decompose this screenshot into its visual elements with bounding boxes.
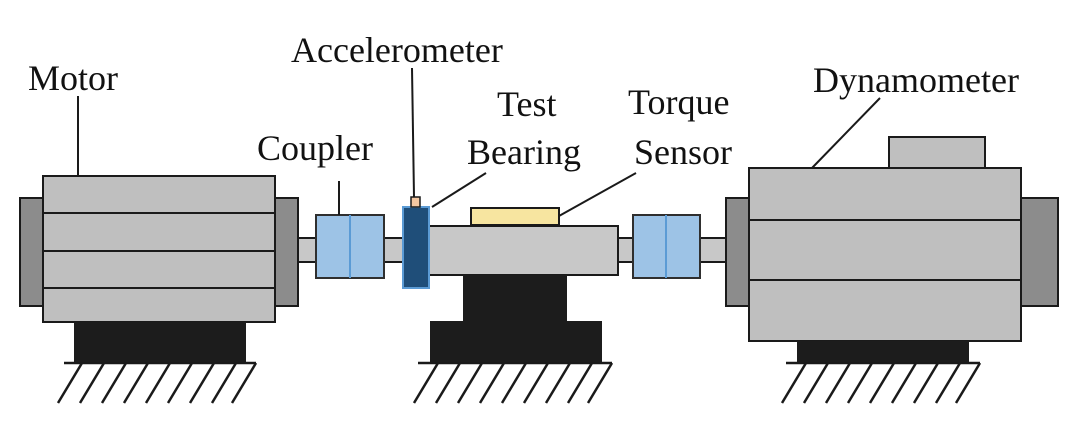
motor-label: Motor	[28, 58, 118, 98]
shaft-coupler-to-bearing	[381, 237, 405, 263]
test-bearing-leader-line	[431, 172, 487, 208]
motor-ground-hatch	[56, 362, 258, 404]
dynamometer-end-cap-left	[725, 197, 751, 307]
torque-sensor-label-line1: Torque	[628, 82, 729, 122]
torque-sensor-leader-line	[558, 172, 637, 217]
dynamometer-base	[797, 341, 969, 363]
motor-end-cap-left	[19, 197, 45, 307]
test-bearing-label-line2: Bearing	[467, 132, 581, 172]
bearing-pedestal	[463, 275, 567, 321]
test-bearing-label-line1: Test	[497, 84, 556, 124]
coupler-right	[632, 214, 701, 279]
bearing-shaft-housing	[417, 225, 619, 276]
torque-sensor-label-line2: Sensor	[634, 132, 732, 172]
torque-sensor-pad	[470, 207, 560, 226]
coupler-label: Coupler	[257, 128, 373, 168]
motor-base	[74, 322, 246, 362]
accelerometer-sensor	[410, 196, 421, 208]
motor	[19, 175, 299, 404]
dynamometer	[725, 136, 1059, 404]
coupler-left	[315, 214, 385, 279]
dynamometer-leader-line	[811, 97, 881, 169]
shaft-dyno-side	[697, 237, 729, 263]
motor-end-cap-right	[273, 197, 299, 307]
bearing-housing	[402, 206, 430, 289]
dynamometer-body	[748, 167, 1022, 342]
dynamometer-top-box	[888, 136, 986, 169]
dynamometer-end-cap-right	[1019, 197, 1059, 307]
bearing-ground-hatch	[412, 362, 614, 404]
dynamometer-label: Dynamometer	[813, 60, 1019, 100]
accelerometer-label: Accelerometer	[291, 30, 503, 70]
test-bearing-assembly	[402, 196, 619, 404]
bearing-base	[430, 321, 602, 362]
dynamometer-ground-hatch	[780, 362, 982, 404]
accelerometer-leader-line	[411, 67, 415, 198]
motor-body	[42, 175, 276, 323]
